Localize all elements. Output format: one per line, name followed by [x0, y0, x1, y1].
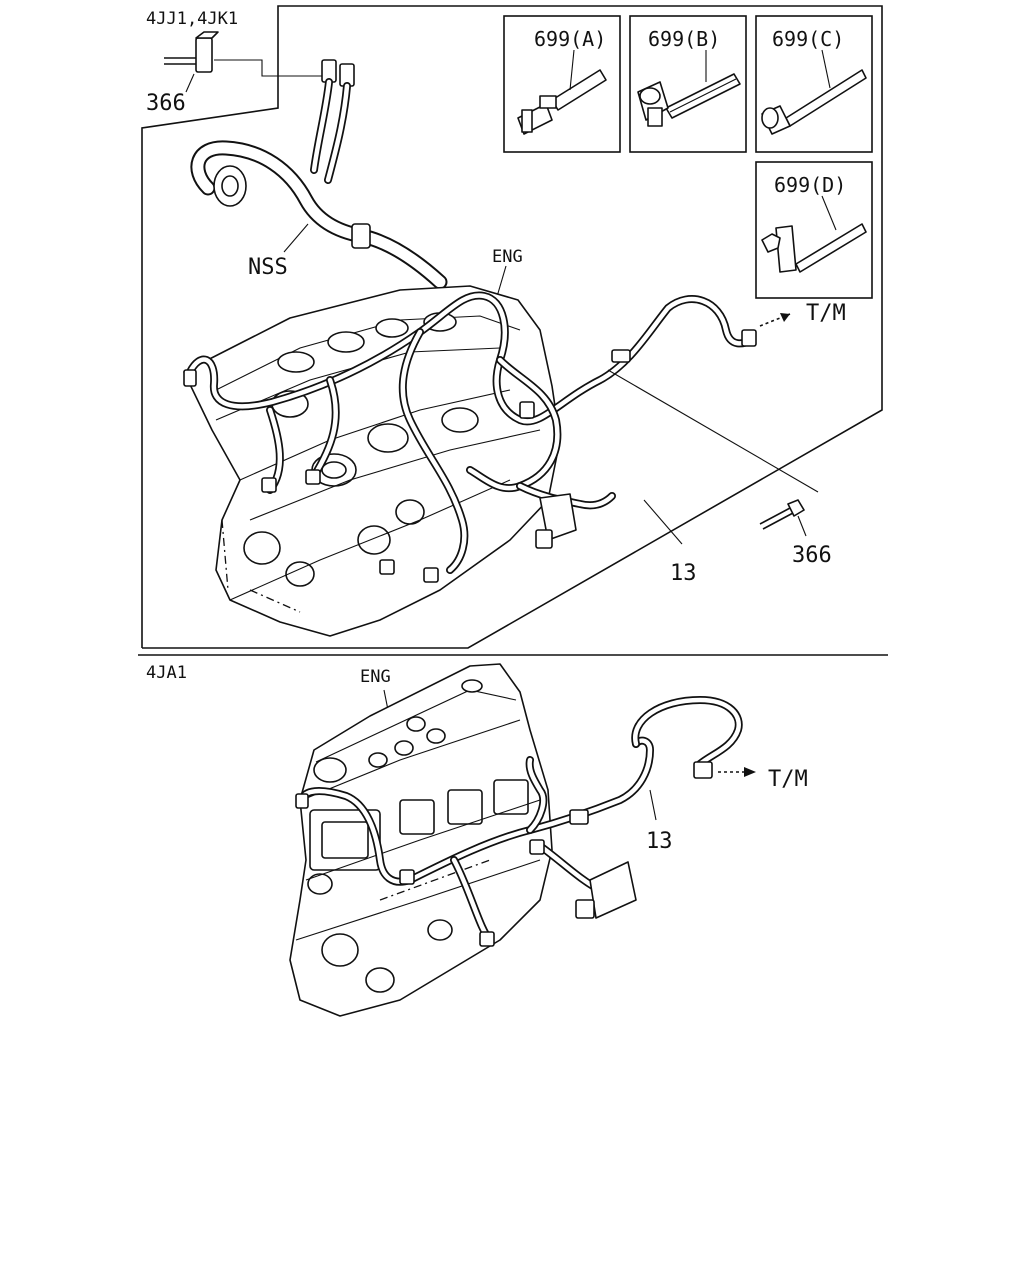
label-13-top: 13	[670, 561, 697, 586]
label-eng-top: ENG	[492, 247, 523, 267]
leader-13-366	[607, 369, 819, 493]
label-699-c: 699(C)	[772, 27, 844, 51]
tm-arrow-top	[759, 313, 791, 327]
label-eng-bottom: ENG	[360, 667, 391, 687]
harness-13-top	[183, 291, 757, 583]
clip-699-c-box: 699(C)	[755, 15, 873, 153]
nss-hose	[190, 140, 448, 290]
clip-699-d-box: 699(D)	[755, 161, 873, 299]
section-4ja1: 4JA1 ENG	[146, 663, 808, 1017]
label-699-b: 699(B)	[648, 27, 720, 51]
leader-13-top	[643, 499, 683, 545]
label-699-d: 699(D)	[774, 173, 846, 197]
leader-13-bottom	[649, 789, 657, 821]
leader-366-top	[214, 59, 326, 77]
part-366-top	[164, 31, 219, 93]
clip-699-b-box: 699(B)	[629, 15, 747, 153]
label-366-top: 366	[146, 91, 186, 116]
section-4jj1-4jk1: 4JJ1,4JK1 366	[141, 5, 883, 649]
leader-nss	[283, 223, 309, 253]
engine-block-bottom	[289, 663, 553, 1017]
engine-model-label-top: 4JJ1,4JK1	[146, 9, 238, 29]
harness-13-bottom	[295, 696, 743, 947]
label-366-bottom: 366	[792, 543, 832, 568]
connector-top	[310, 59, 355, 184]
label-nss: NSS	[248, 255, 288, 280]
label-tm-top: T/M	[806, 301, 846, 326]
label-tm-bottom: T/M	[768, 767, 808, 792]
clip-699-a-box: 699(A)	[503, 15, 621, 153]
assembly-boundary	[141, 5, 883, 649]
tm-arrow-bottom	[718, 767, 756, 777]
label-699-a: 699(A)	[534, 27, 606, 51]
label-13-bottom: 13	[646, 829, 673, 854]
part-366-bottom	[759, 499, 807, 537]
engine-model-label-bottom: 4JA1	[146, 663, 187, 683]
